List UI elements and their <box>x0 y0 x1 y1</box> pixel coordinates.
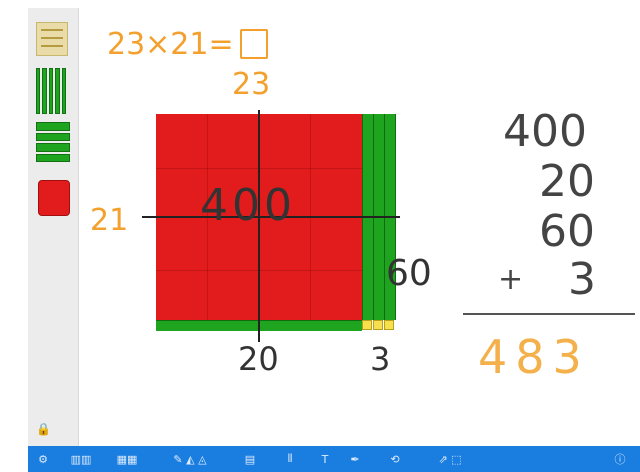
top-dimension-label: 23 <box>232 67 271 102</box>
thousand-block-tile[interactable] <box>36 22 68 56</box>
lock-icon[interactable]: 🔒 <box>36 422 51 436</box>
left-dimension-label: 21 <box>90 203 129 238</box>
bottom-tens-label: 20 <box>238 340 279 378</box>
bottom-ones-label: 3 <box>370 340 391 378</box>
area-product-label: 400 <box>200 180 296 231</box>
sum-row-400: 400 <box>503 106 587 157</box>
problem-expression: 23×21= <box>107 26 268 62</box>
grid-view-icon[interactable]: ▦▦ <box>116 452 138 466</box>
area-model[interactable] <box>142 110 400 342</box>
split-icon[interactable]: ⫴ <box>287 452 293 465</box>
sum-total: 483 <box>478 330 590 384</box>
fill-icon[interactable]: ▤ <box>244 452 256 466</box>
draw-tool-icons[interactable]: ✎ ◭ ◬ <box>173 452 207 466</box>
rotate-icon[interactable]: ⟲ <box>390 452 400 466</box>
sum-rule <box>463 313 635 315</box>
strip-view-icon[interactable]: ▥▥ <box>70 452 92 466</box>
hundred-strip-tile[interactable] <box>36 68 67 114</box>
pen-icon[interactable]: ✒ <box>350 452 360 466</box>
plus-sign: + <box>498 262 524 297</box>
manipulatives-palette: 🔒 <box>28 8 79 446</box>
text-icon[interactable]: T <box>321 452 329 466</box>
unit-block-1[interactable] <box>362 320 372 330</box>
bottom-toolbar: ⚙ ▥▥ ▦▦ ✎ ◭ ◬ ▤ ⫴ T ✒ ⟲ ⇗ ⬚ ⓘ <box>28 446 640 472</box>
share-icon[interactable]: ⇗ ⬚ <box>438 452 462 466</box>
sum-row-20: 20 <box>539 156 595 207</box>
expression-text: 23×21= <box>107 26 234 62</box>
ten-strip-tile[interactable] <box>36 122 70 162</box>
unit-block-2[interactable] <box>373 320 383 330</box>
horizontal-split-line <box>142 216 400 218</box>
settings-icon[interactable]: ⚙ <box>38 452 48 466</box>
sum-row-60: 60 <box>539 206 595 257</box>
unit-block-tile[interactable] <box>38 180 70 216</box>
info-icon[interactable]: ⓘ <box>614 453 626 466</box>
tens-product-label: 60 <box>386 253 432 294</box>
vertical-split-line <box>258 110 260 342</box>
unit-block-3[interactable] <box>384 320 394 330</box>
sum-row-3: 3 <box>568 254 596 305</box>
answer-box[interactable] <box>239 29 268 59</box>
